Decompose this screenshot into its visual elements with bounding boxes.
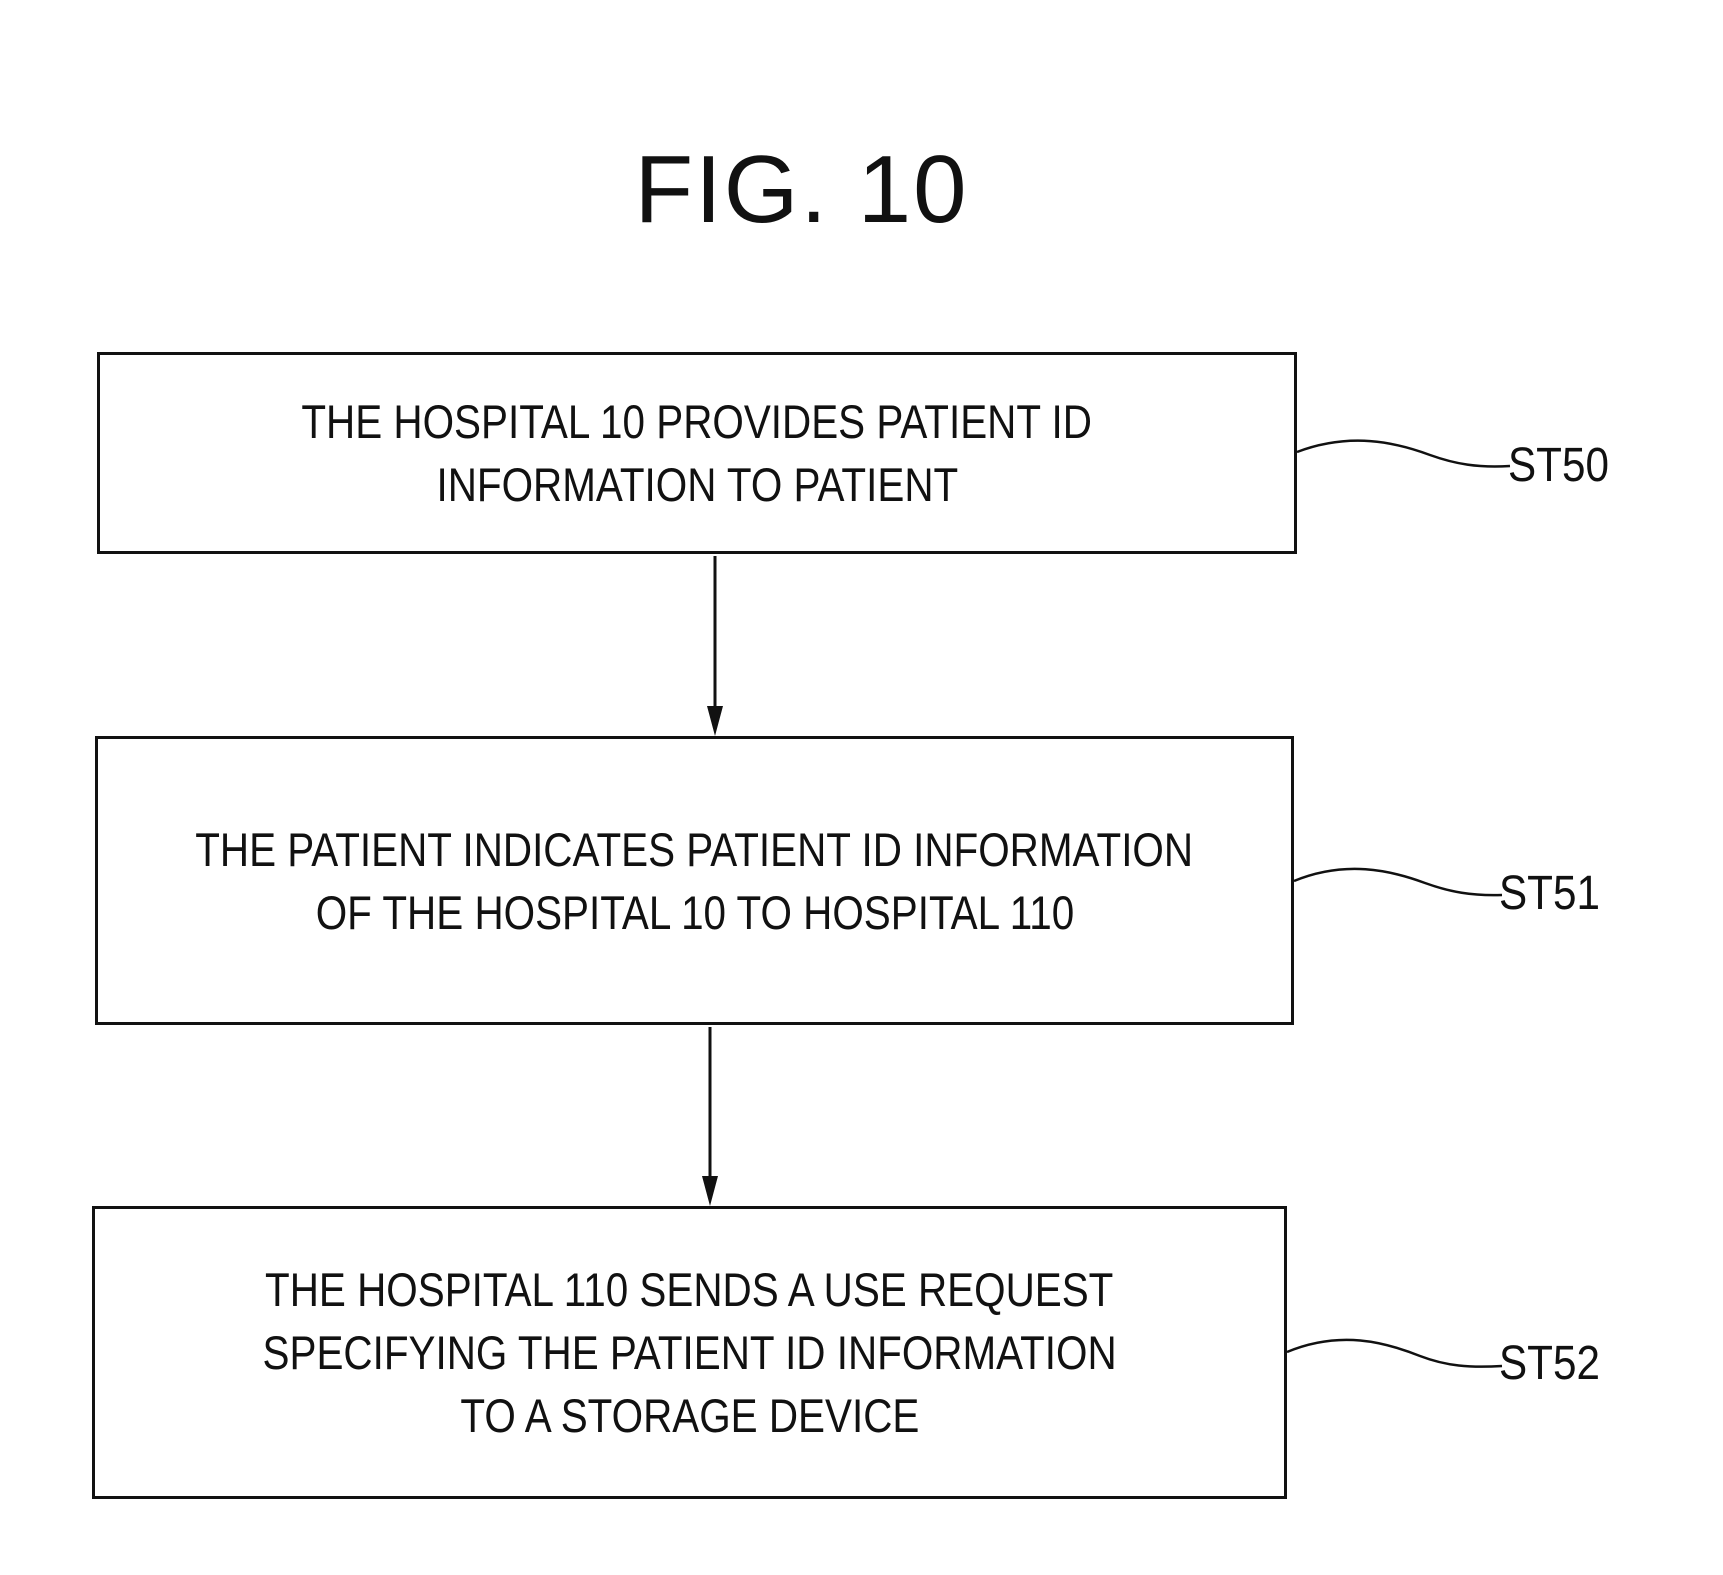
step-text-line: THE HOSPITAL 10 PROVIDES PATIENT ID — [302, 390, 1093, 453]
step-box-st50: THE HOSPITAL 10 PROVIDES PATIENT ID INFO… — [97, 352, 1297, 554]
leader-line-st51 — [1294, 869, 1502, 895]
step-label-st50: ST50 — [1508, 438, 1609, 493]
step-label-st51: ST51 — [1499, 866, 1600, 921]
step-text-line: INFORMATION TO PATIENT — [436, 453, 958, 516]
arrowhead-st52 — [702, 1176, 718, 1206]
step-box-st52: THE HOSPITAL 110 SENDS A USE REQUEST SPE… — [92, 1206, 1287, 1499]
leader-line-st50 — [1297, 441, 1510, 467]
step-text-line: OF THE HOSPITAL 10 TO HOSPITAL 110 — [315, 881, 1074, 944]
step-text-line: THE HOSPITAL 110 SENDS A USE REQUEST — [265, 1258, 1113, 1321]
arrowhead-st51 — [707, 706, 723, 736]
step-text-line: SPECIFYING THE PATIENT ID INFORMATION — [262, 1321, 1116, 1384]
step-text-line: THE PATIENT INDICATES PATIENT ID INFORMA… — [196, 818, 1194, 881]
step-box-st51: THE PATIENT INDICATES PATIENT ID INFORMA… — [95, 736, 1294, 1025]
step-text-line: TO A STORAGE DEVICE — [460, 1384, 919, 1447]
step-label-st52: ST52 — [1499, 1336, 1600, 1391]
leader-line-st52 — [1287, 1340, 1502, 1367]
figure-title: FIG. 10 — [0, 135, 1663, 245]
